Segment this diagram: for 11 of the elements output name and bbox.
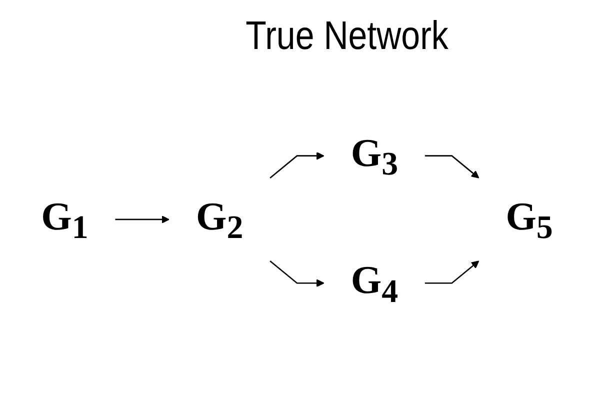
- node-text: G$_{3}$: [350, 130, 398, 182]
- arrow: [424, 154, 480, 178]
- node-text: G$_{1}$: [41, 194, 88, 245]
- node-text: G$_{5}$: [506, 194, 553, 245]
- arrow: [270, 260, 324, 287]
- arrow: [270, 151, 324, 178]
- node-text: G$_{2}$: [196, 194, 244, 245]
- arrow: [115, 215, 170, 223]
- diagram-title: True Network: [244, 14, 450, 59]
- arrow: [424, 260, 480, 284]
- node-text: G$_{4}$: [350, 258, 398, 309]
